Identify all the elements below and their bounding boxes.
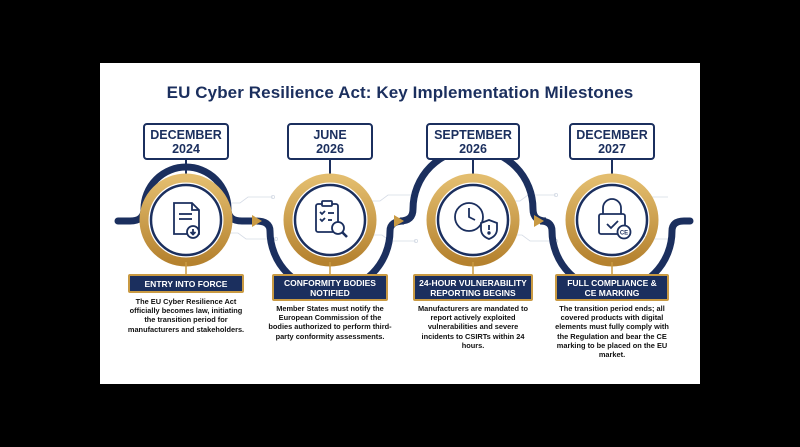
date-year: 2027	[598, 141, 626, 156]
label-line: CONFORMITY BODIES	[284, 277, 376, 288]
checklist-magnifier-icon	[315, 200, 348, 238]
padlock-ce-icon: CE	[598, 198, 632, 240]
date-year: 2026	[459, 141, 487, 156]
milestone-description-1: The EU Cyber Resilience Act officially b…	[127, 297, 245, 334]
label-line: ENTRY INTO FORCE	[144, 278, 228, 289]
banner-connectors	[185, 262, 613, 274]
infographic-card: CE EU Cyber Resilience Act: Key Implemen…	[100, 63, 700, 384]
label-line: REPORTING BEGINS	[430, 287, 516, 298]
label-line: CE MARKING	[584, 287, 640, 298]
milestone-description-3: Manufacturers are mandated to report act…	[417, 304, 529, 350]
date-year: 2024	[172, 141, 200, 156]
svg-text:CE: CE	[620, 231, 628, 237]
date-box-2: JUNE 2026	[287, 123, 373, 160]
milestone-label-2: CONFORMITY BODIES NOTIFIED	[272, 274, 388, 301]
date-month: JUNE	[313, 127, 347, 142]
date-month: DECEMBER	[576, 127, 648, 142]
milestone-description-4: The transition period ends; all covered …	[555, 304, 669, 360]
page-title: EU Cyber Resilience Act: Key Implementat…	[166, 83, 634, 102]
date-box-1: DECEMBER 2024	[143, 123, 229, 160]
date-box-4: DECEMBER 2027	[569, 123, 655, 160]
track-arrows	[252, 215, 544, 227]
document-icon	[173, 202, 200, 239]
date-month: DECEMBER	[150, 127, 222, 142]
label-line: 24-HOUR VULNERABILITY	[419, 277, 527, 288]
milestone-description-2: Member States must notify the European C…	[268, 304, 392, 341]
milestone-label-4: FULL COMPLIANCE & CE MARKING	[555, 274, 669, 301]
date-connectors	[185, 160, 613, 175]
label-line: NOTIFIED	[310, 287, 350, 298]
timeline-artwork: CE	[114, 145, 694, 295]
date-month: SEPTEMBER	[434, 127, 512, 142]
date-year: 2026	[316, 141, 344, 156]
date-box-3: SEPTEMBER 2026	[426, 123, 520, 160]
clock-shield-icon	[454, 202, 498, 240]
label-line: FULL COMPLIANCE &	[567, 277, 657, 288]
milestone-ring-1	[139, 173, 233, 267]
milestone-label-1: ENTRY INTO FORCE	[128, 274, 244, 293]
milestone-label-3: 24-HOUR VULNERABILITY REPORTING BEGINS	[413, 274, 533, 301]
